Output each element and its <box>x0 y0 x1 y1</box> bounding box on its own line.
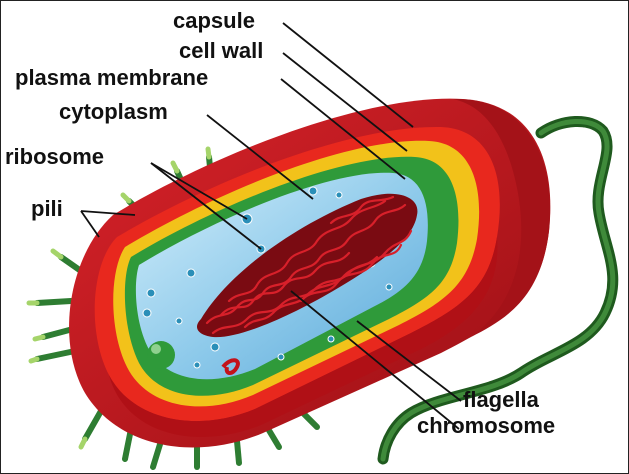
label-cell-wall: cell wall <box>179 38 263 63</box>
pilus <box>153 441 161 467</box>
granule-highlight <box>151 344 161 354</box>
ribosome-dot <box>336 192 342 198</box>
ribosome-dot <box>211 343 219 351</box>
pilus <box>37 301 71 303</box>
leader-pili-2 <box>81 211 99 237</box>
label-flagella: flagella <box>463 387 540 412</box>
leader-capsule <box>283 23 413 127</box>
storage-granule <box>147 341 175 369</box>
label-chromosome: chromosome <box>417 413 555 438</box>
ribosome-dot <box>194 362 200 368</box>
label-pili: pili <box>31 196 63 221</box>
pilus <box>85 411 101 439</box>
pilus <box>237 441 239 463</box>
pilus <box>37 351 75 359</box>
ribosome-dot <box>147 289 155 297</box>
ribosome-dot <box>278 354 284 360</box>
label-capsule: capsule <box>173 8 255 33</box>
label-cytoplasm: cytoplasm <box>59 99 168 124</box>
label-ribosome: ribosome <box>5 144 104 169</box>
ribosome-dot <box>176 318 182 324</box>
ribosome-dot <box>386 284 392 290</box>
pilus <box>61 257 81 271</box>
ribosome-dot <box>143 309 151 317</box>
label-plasma-membrane: plasma membrane <box>15 65 208 90</box>
pilus <box>43 329 73 337</box>
ribosome-dot <box>309 187 317 195</box>
ribosome-dot <box>187 269 195 277</box>
ribosome-dot <box>328 336 334 342</box>
